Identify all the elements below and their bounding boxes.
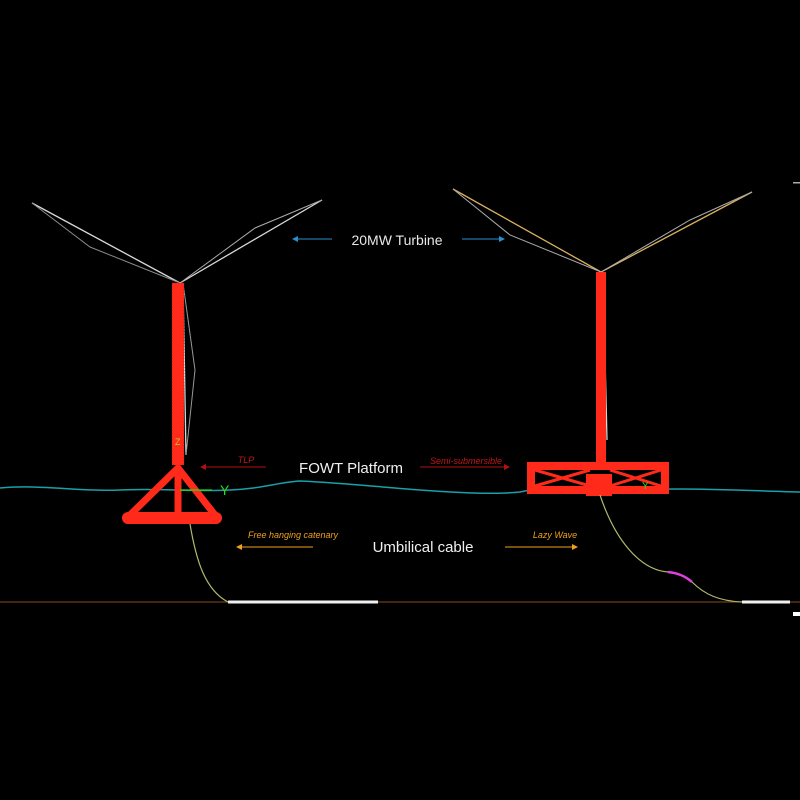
- left-axis-z: Z: [175, 437, 181, 447]
- tlp-label: TLP: [238, 455, 255, 465]
- scale-mark-top: [793, 182, 800, 184]
- tlp-platform: [126, 464, 219, 519]
- left-turbine: Y Z: [31, 199, 323, 524]
- semi-submersible-platform: [527, 462, 669, 496]
- cable-label: Umbilical cable: [373, 539, 474, 556]
- left-umbilical-cable: [189, 523, 229, 603]
- left-rotor-blades: [31, 199, 323, 456]
- left-axis-y: Y: [220, 482, 230, 498]
- lazy-wave-label: Lazy Wave: [533, 530, 577, 540]
- right-turbine: Y: [452, 188, 753, 496]
- right-axis-y: Y: [642, 481, 649, 492]
- semi-submersible-label: Semi-submersible: [430, 456, 502, 466]
- turbine-label: 20MW Turbine: [351, 232, 442, 248]
- platform-label: FOWT Platform: [299, 460, 403, 477]
- left-tower: [172, 283, 184, 465]
- right-umbilical-cable: [599, 494, 669, 573]
- tlp-pontoon: [122, 512, 222, 524]
- water-surface: [0, 480, 800, 495]
- free-hanging-catenary-label: Free hanging catenary: [248, 530, 339, 540]
- scale-mark-bottom: [793, 612, 800, 616]
- right-tower: [596, 272, 606, 465]
- buoyancy-section: [667, 570, 693, 583]
